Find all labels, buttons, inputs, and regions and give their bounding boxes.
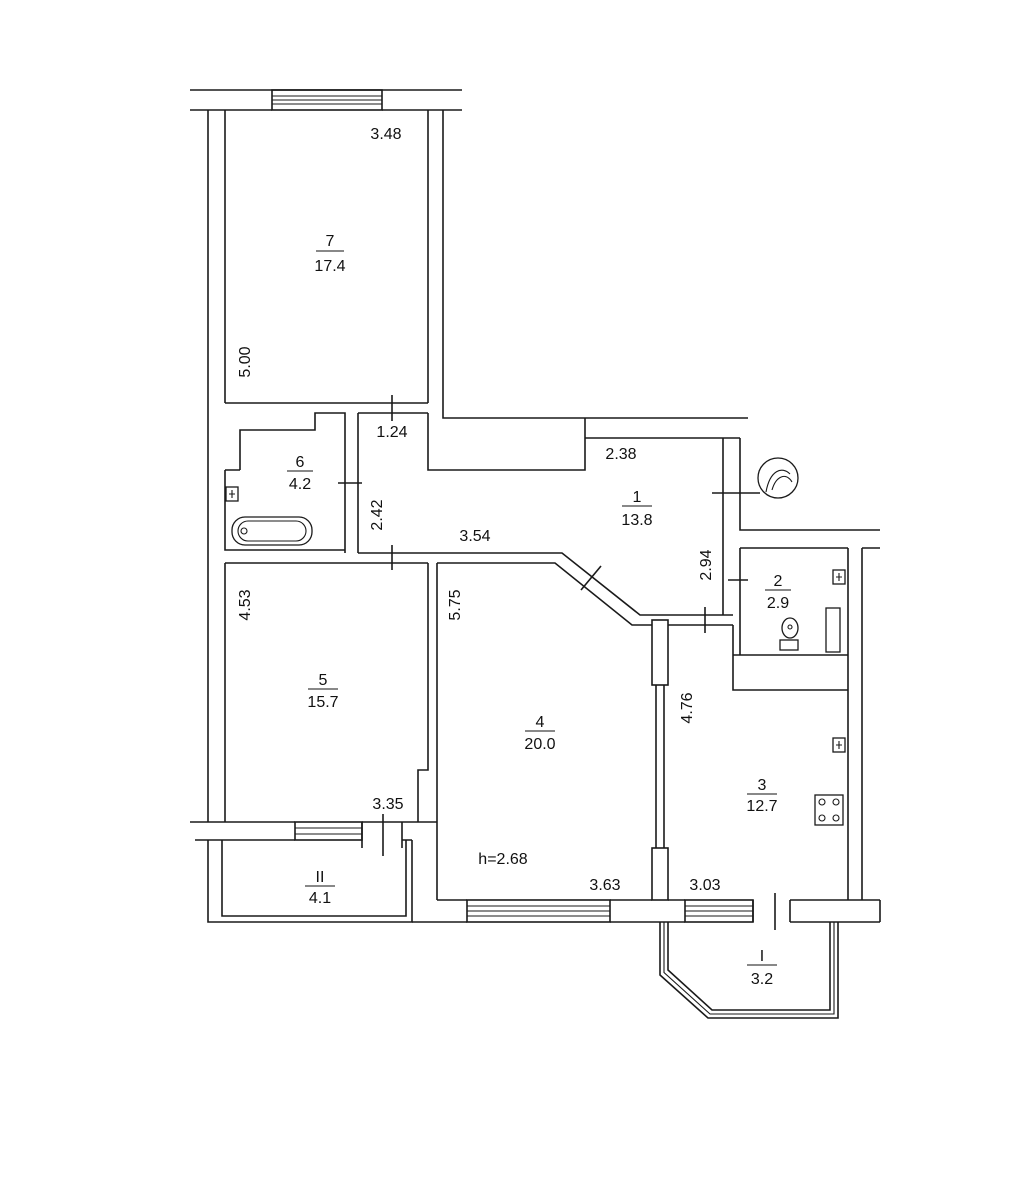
window-room5-panes [295, 827, 362, 835]
wall-room3-left [655, 685, 665, 848]
ceiling-height: h=2.68 [478, 851, 527, 868]
wall-room7-bottom [225, 402, 428, 414]
fixtures [225, 457, 846, 826]
room-area: 15.7 [307, 694, 338, 711]
dimension-labels: 3.48 5.00 1.24 2.38 2.42 3.54 2.94 4.53 … [237, 126, 720, 894]
room-number: II [316, 869, 325, 886]
room-area: 20.0 [524, 736, 555, 753]
wall-room6 [224, 412, 359, 553]
window-room3-panes [685, 905, 753, 917]
wall-room7-right [427, 110, 748, 419]
window-room5 [294, 821, 363, 841]
bathtub-icon [231, 516, 313, 546]
dimension-room4-bottom: 3.63 [589, 877, 620, 894]
room-number: 4 [536, 714, 545, 731]
balcony-i-glazing [663, 922, 835, 1015]
walls [190, 89, 881, 1019]
outlet-icon [832, 737, 846, 753]
room-number: 5 [319, 672, 328, 689]
dimension-corridor-left: 2.42 [369, 499, 386, 530]
room-area: 12.7 [746, 798, 777, 815]
room-number: 3 [758, 777, 767, 794]
wall-balcony-ii [207, 840, 413, 923]
room-label-2: 2 2.9 [765, 573, 791, 612]
dimension-room3-left: 4.76 [679, 692, 696, 723]
room-number: I [760, 948, 764, 965]
wall-pier-upper [651, 619, 669, 686]
toilet-icon [779, 617, 799, 651]
room-label-7: 7 17.4 [314, 233, 345, 275]
wall-pier-lower [651, 847, 669, 901]
cabinet-icon [825, 607, 841, 653]
room-label-balcony-i: I 3.2 [747, 948, 777, 988]
dimension-room5-left: 4.53 [237, 589, 254, 620]
dimension-room7-left: 5.00 [237, 346, 254, 377]
window-room4-panes [467, 905, 610, 917]
dimension-corridor-right: 2.94 [698, 549, 715, 580]
outlet-icon [832, 569, 846, 585]
dimension-room7-top: 3.48 [370, 126, 401, 143]
dimension-room3-bottom: 3.03 [689, 877, 720, 894]
wall-room5-sides [224, 563, 438, 900]
doors [338, 395, 776, 930]
dimension-corridor-bottom: 3.54 [459, 528, 490, 545]
wall-room5-top [225, 552, 733, 616]
wall-room2 [732, 547, 880, 900]
room-number: 6 [296, 454, 305, 471]
wall-room5-bottom [190, 821, 437, 848]
wall-shaft-block [427, 413, 586, 471]
room-area: 3.2 [751, 971, 773, 988]
room-label-balcony-ii: II 4.1 [305, 869, 335, 907]
room-label-1: 1 13.8 [621, 489, 652, 529]
dimension-room4-left: 5.75 [447, 589, 464, 620]
room-area: 17.4 [314, 258, 345, 275]
dimension-room5-bottom: 3.35 [372, 796, 403, 813]
room-area: 2.9 [767, 595, 789, 612]
window-room7-panes [272, 95, 382, 105]
wall-left-outer [207, 110, 226, 822]
room-area: 4.2 [289, 476, 311, 493]
chute-icon [757, 457, 799, 499]
room-number: 1 [633, 489, 642, 506]
room-number: 7 [326, 233, 335, 250]
wall-corridor-right [585, 437, 880, 615]
room-label-6: 6 4.2 [287, 454, 313, 493]
dimension-corridor-top-right: 2.38 [605, 446, 636, 463]
room-label-5: 5 15.7 [307, 672, 338, 711]
wall-room4-top [437, 562, 652, 626]
room-area: 13.8 [621, 512, 652, 529]
stove-icon [814, 794, 844, 826]
room-number: 2 [774, 573, 783, 590]
room-labels: 7 17.4 6 4.2 1 13.8 2 2.9 5 15.7 4 20.0 [287, 233, 791, 988]
room-area: 4.1 [309, 890, 331, 907]
dimension-corridor-upper-left: 1.24 [376, 424, 407, 441]
wall-balcony-i [659, 922, 839, 1019]
door-tick-room4 [580, 565, 602, 591]
windows [271, 89, 754, 923]
outlet-icon [225, 486, 239, 502]
room-label-3: 3 12.7 [746, 777, 777, 815]
room-label-4: 4 20.0 [524, 714, 555, 753]
